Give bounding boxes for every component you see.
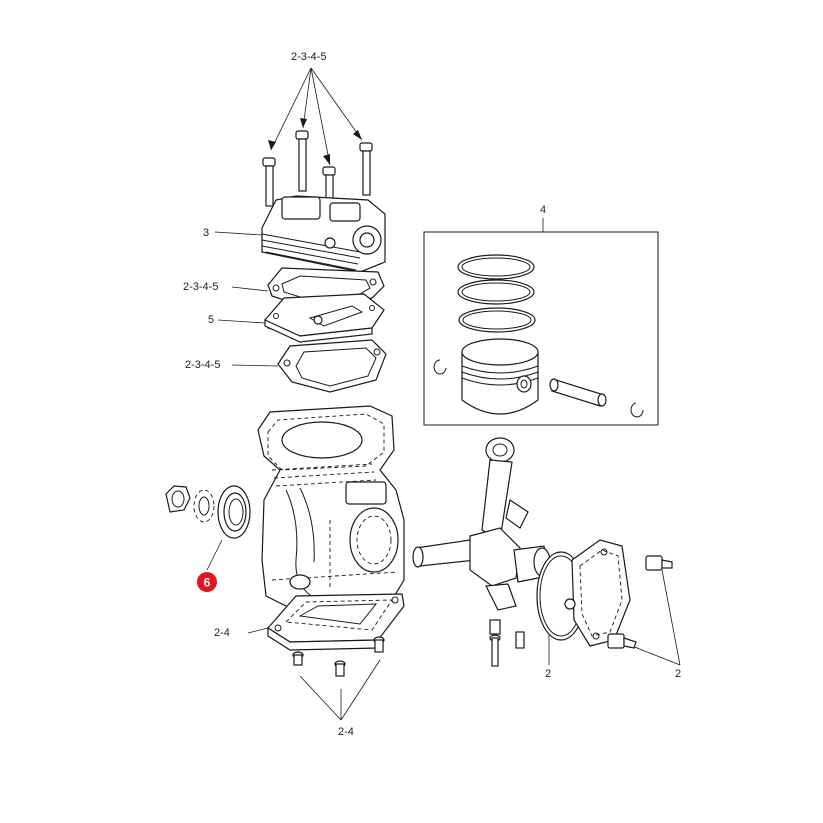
highlight-badge-label: 6 — [204, 576, 211, 590]
crankshaft-assembly — [412, 437, 551, 667]
shaft-hardware — [165, 485, 251, 539]
highlight-badge[interactable]: 6 — [197, 572, 217, 592]
lock-washer — [193, 489, 215, 523]
head-bolts — [262, 130, 373, 216]
label-top-bolts: 2-3-4-5 — [291, 51, 326, 63]
head-bolt-2 — [295, 130, 309, 192]
label-bottom-screws: 2-4 — [338, 726, 354, 738]
bottom-screws — [292, 636, 385, 677]
piston-kit-box — [423, 231, 659, 426]
cover-bolt-2 — [607, 633, 637, 649]
hex-nut — [165, 485, 191, 513]
cylinder-head — [261, 195, 386, 273]
piston-pin — [549, 378, 607, 407]
cover-bolt-1 — [645, 555, 673, 571]
shaft-seal — [217, 485, 251, 539]
bottom-screw-2 — [334, 660, 346, 677]
piston-rings — [457, 254, 536, 333]
crankshaft — [412, 527, 551, 611]
cover-bolts — [607, 555, 673, 649]
label-bottom-gasket: 2-4 — [214, 627, 230, 639]
circlip-right — [630, 402, 644, 418]
valve-plate — [264, 293, 385, 343]
label-piston-kit: 4 — [540, 204, 546, 216]
bottom-screw-3 — [373, 636, 385, 653]
head-bolt-4 — [359, 142, 373, 196]
label-head-gasket: 2-3-4-5 — [183, 281, 218, 293]
head-bolt-1 — [262, 157, 276, 207]
crank-bolts — [489, 619, 525, 667]
crankcase — [257, 405, 405, 609]
label-crank-oring: 2 — [545, 668, 551, 680]
label-valve-plate: 5 — [208, 314, 214, 326]
connecting-rod — [481, 437, 529, 541]
end-cover — [564, 539, 631, 647]
label-base-gasket: 2-3-4-5 — [185, 359, 220, 371]
label-cover-bolts: 2 — [675, 668, 681, 680]
head-bolt-3 — [322, 166, 336, 216]
label-cylinder-head: 3 — [203, 227, 209, 239]
bottom-screw-1 — [292, 651, 304, 666]
base-gasket — [277, 339, 387, 393]
circlip-left — [433, 359, 447, 375]
piston — [461, 338, 539, 415]
